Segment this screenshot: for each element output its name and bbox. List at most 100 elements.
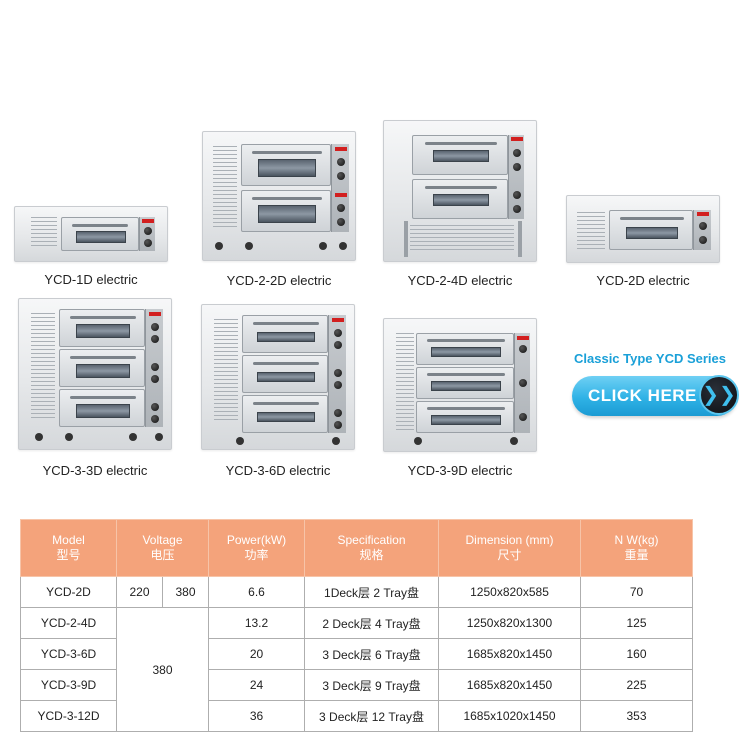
oven-window [76, 364, 130, 378]
side-vents [214, 319, 238, 423]
side-vents [213, 146, 237, 228]
product-caption: YCD-2-4D electric [407, 273, 513, 288]
cell-model: YCD-3-12D [20, 700, 117, 732]
oven-deck-bottom [59, 389, 145, 427]
product-ycd-3-9d[interactable]: YCD-3-9D electric [383, 318, 537, 480]
door-handle [427, 373, 505, 376]
oven-deck-top [241, 144, 331, 186]
door-handle [70, 316, 136, 319]
click-here-button[interactable]: CLICK HERE ❯❯ [572, 375, 739, 416]
oven-deck-top [412, 135, 508, 175]
knob-icon[interactable] [334, 329, 342, 337]
cell-model: YCD-3-9D [20, 669, 117, 701]
cell-dimension: 1685x820x1450 [438, 638, 581, 670]
knob-icon[interactable] [337, 204, 345, 212]
cell-dimension: 1685x820x1450 [438, 669, 581, 701]
product-ycd-2-4d[interactable]: YCD-2-4D electric [383, 120, 537, 289]
knob-icon[interactable] [151, 323, 159, 331]
oven-image[interactable] [201, 304, 355, 450]
knob-icon[interactable] [151, 363, 159, 371]
oven-illustration [29, 213, 157, 255]
knob-icon[interactable] [513, 149, 521, 157]
cell-power: 6.6 [208, 576, 305, 608]
oven-window [258, 205, 316, 223]
caster-wheel [236, 437, 244, 445]
knob-icon[interactable] [144, 239, 152, 247]
red-label [511, 137, 523, 141]
oven-illustration [390, 323, 534, 449]
oven-window [76, 231, 126, 243]
cell-dimension: 1250x820x585 [438, 576, 581, 608]
table-row: YCD-3-12D 36 3 Deck层 12 Tray盘 1685x1020x… [20, 700, 693, 732]
oven-image[interactable] [383, 120, 537, 262]
knob-icon[interactable] [337, 218, 345, 226]
table-row: YCD-2D 220 380 6.6 1Deck层 2 Tray盘 1250x8… [20, 576, 693, 608]
door-handle [425, 142, 497, 145]
table-row: YCD-3-6D 20 3 Deck层 6 Tray盘 1685x820x145… [20, 638, 693, 670]
control-panel [508, 135, 524, 219]
red-label [335, 193, 347, 197]
oven-deck-bottom [412, 179, 508, 219]
product-ycd-2d[interactable]: YCD-2D electric [566, 195, 720, 289]
caster-wheel [65, 433, 73, 441]
oven-deck-top [59, 309, 145, 347]
knob-icon[interactable] [699, 236, 707, 244]
red-label [149, 312, 161, 316]
knob-icon[interactable] [151, 335, 159, 343]
cell-power: 36 [208, 700, 305, 732]
oven-image[interactable] [18, 298, 172, 450]
product-ycd-2-2d[interactable]: YCD-2-2D electric [202, 131, 356, 289]
oven-image[interactable] [14, 206, 168, 262]
caster-wheel [245, 242, 253, 250]
oven-window [433, 150, 489, 162]
knob-icon[interactable] [513, 191, 521, 199]
knob-icon[interactable] [337, 158, 345, 166]
knob-icon[interactable] [337, 172, 345, 180]
oven-image[interactable] [383, 318, 537, 452]
door-handle [253, 362, 319, 365]
caster-wheel [129, 433, 137, 441]
oven-image[interactable] [202, 131, 356, 261]
product-ycd-3-6d[interactable]: YCD-3-6D electric [201, 304, 355, 480]
double-chevron-right-icon[interactable]: ❯❯ [699, 375, 739, 415]
knob-icon[interactable] [519, 379, 527, 387]
knob-icon[interactable] [519, 413, 527, 421]
door-handle [425, 186, 497, 189]
oven-illustration [208, 309, 352, 447]
knob-icon[interactable] [513, 163, 521, 171]
product-ycd-1d[interactable]: YCD-1D electric [14, 206, 168, 288]
cell-power: 13.2 [208, 607, 305, 639]
knob-icon[interactable] [151, 375, 159, 383]
product-ycd-3-3d[interactable]: YCD-3-3D electric [18, 298, 172, 480]
cell-model: YCD-2-4D [20, 607, 117, 639]
product-caption: YCD-3-6D electric [225, 463, 331, 478]
caster-wheel [35, 433, 43, 441]
knob-icon[interactable] [334, 421, 342, 429]
cell-weight: 160 [580, 638, 693, 670]
oven-deck-middle [416, 367, 514, 399]
caster-wheel [339, 242, 347, 250]
control-panel [145, 309, 163, 427]
knob-icon[interactable] [151, 403, 159, 411]
knob-icon[interactable] [144, 227, 152, 235]
knob-icon[interactable] [151, 415, 159, 423]
cell-voltage-merged: 380 [116, 607, 209, 732]
cell-voltage-380: 380 [175, 585, 196, 599]
red-label [697, 212, 709, 216]
knob-icon[interactable] [513, 205, 521, 213]
oven-image[interactable] [566, 195, 720, 263]
oven-illustration [209, 138, 353, 256]
oven-deck-middle [242, 355, 328, 393]
knob-icon[interactable] [519, 345, 527, 353]
knob-icon[interactable] [699, 222, 707, 230]
knob-icon[interactable] [334, 409, 342, 417]
knob-icon[interactable] [334, 381, 342, 389]
cell-weight: 353 [580, 700, 693, 732]
door-handle [427, 407, 505, 410]
door-handle [70, 356, 136, 359]
oven-deck-bottom [416, 401, 514, 433]
control-panel [514, 333, 530, 433]
knob-icon[interactable] [334, 341, 342, 349]
knob-icon[interactable] [334, 369, 342, 377]
red-label [142, 219, 154, 223]
